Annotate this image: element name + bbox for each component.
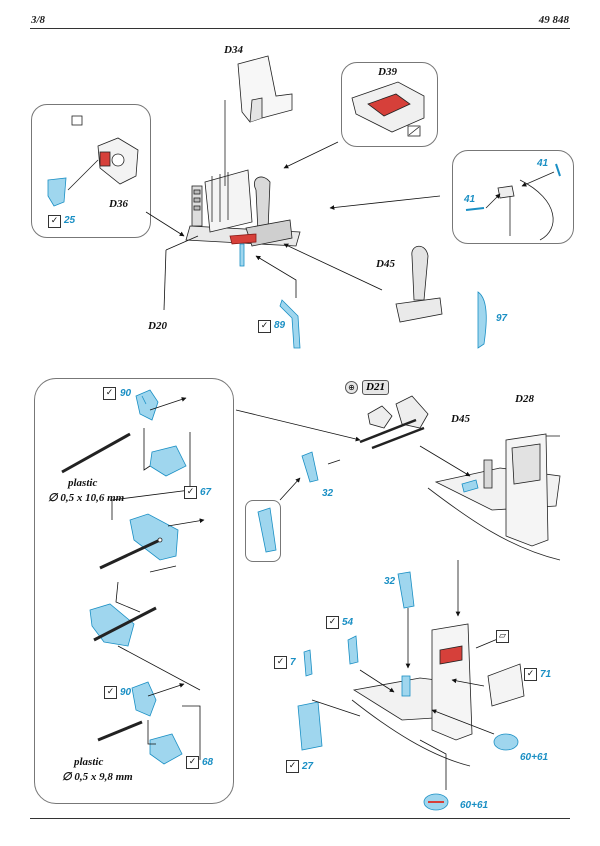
part-41 — [465, 163, 561, 241]
part-number-97: 97 — [496, 313, 508, 324]
d36-part — [47, 115, 139, 207]
part-number-90b: 90 — [120, 687, 132, 698]
part-number-25: 25 — [64, 215, 76, 226]
label-d20: D20 — [148, 320, 167, 332]
part-number-41b: 41 — [464, 194, 476, 205]
d21-d28-assembly — [257, 395, 561, 811]
sheet-code: 49 848 — [538, 14, 569, 26]
label-d36: D36 — [109, 198, 128, 210]
part-number-54: 54 — [342, 617, 354, 628]
checkmark-icon: ✓ — [274, 656, 287, 669]
part-number-32b: 32 — [384, 576, 396, 587]
part-number-90a: 90 — [120, 388, 132, 399]
checkmark-icon: ✓ — [186, 756, 199, 769]
label-d21: D21 — [362, 380, 389, 395]
lever-stages — [61, 389, 187, 765]
sprue-icon: ⊕ — [345, 381, 358, 394]
detail-bubble-41 — [452, 150, 574, 244]
checkmark-icon: ✓ — [326, 616, 339, 629]
part-number-89: 89 — [274, 320, 286, 331]
detail-bubble-levers — [34, 378, 234, 804]
checkmark-icon: ✓ — [286, 760, 299, 773]
part-number-71: 71 — [540, 669, 552, 680]
label-d39: D39 — [378, 66, 397, 78]
note-plastic-1: plastic — [68, 477, 98, 489]
label-d45-top: D45 — [376, 258, 395, 270]
part-number-7: 7 — [290, 657, 296, 668]
note-dimension-2: ∅ 0,5 x 9,8 mm — [62, 771, 133, 783]
part-89 — [279, 299, 301, 349]
label-d28: D28 — [515, 393, 534, 405]
fold-icon: ▱ — [496, 630, 509, 643]
part-number-60-61b: 60+61 — [460, 800, 489, 811]
d45-seat — [395, 245, 487, 349]
part-number-67: 67 — [200, 487, 212, 498]
checkmark-icon: ✓ — [103, 387, 116, 400]
note-plastic-2: plastic — [74, 756, 104, 768]
label-d45-mid: D45 — [451, 413, 470, 425]
header-rule — [30, 28, 570, 29]
d39-part — [351, 81, 425, 137]
part-number-32a: 32 — [322, 488, 334, 499]
top-leaders — [145, 141, 441, 311]
checkmark-icon: ✓ — [104, 686, 117, 699]
label-d34: D34 — [224, 44, 243, 56]
checkmark-icon: ✓ — [48, 215, 61, 228]
checkmark-icon: ✓ — [184, 486, 197, 499]
note-dimension-1: ∅ 0,5 x 10,6 mm — [48, 492, 125, 504]
footer-rule — [30, 818, 570, 819]
bottom-leaders — [235, 409, 501, 790]
part-number-27: 27 — [302, 761, 314, 772]
part-number-41a: 41 — [537, 158, 549, 169]
page-number: 3/8 — [31, 14, 46, 26]
checkmark-icon: ✓ — [258, 320, 271, 333]
seat-assembly — [185, 55, 301, 267]
part-number-60-61a: 60+61 — [520, 752, 549, 763]
part-number-68: 68 — [202, 757, 214, 768]
lever-leaders — [111, 397, 205, 760]
checkmark-icon: ✓ — [524, 668, 537, 681]
